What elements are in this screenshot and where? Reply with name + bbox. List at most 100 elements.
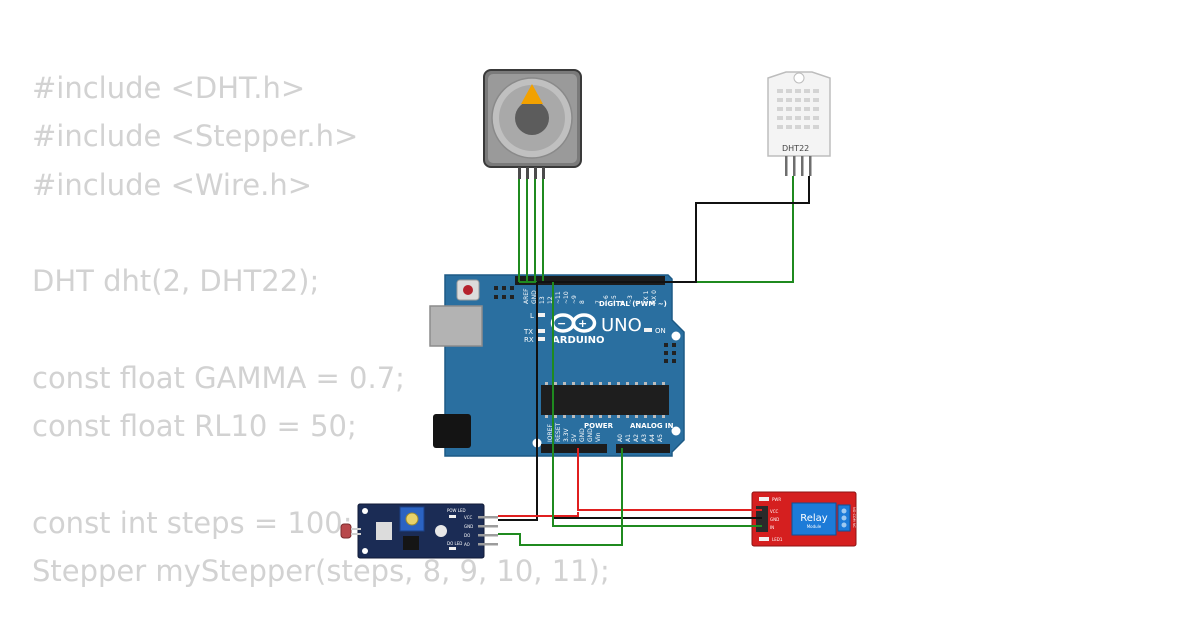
wire-relay-in — [552, 282, 762, 527]
icsp-header — [494, 286, 514, 299]
pin-label-a5: A5 — [657, 434, 664, 442]
arduino-label: ARDUINO — [552, 335, 604, 346]
logo-minus: − — [557, 317, 566, 330]
wire-ldr-ao — [498, 448, 623, 546]
wire-dht-gnd — [537, 176, 810, 283]
pin-label-a3: A3 — [641, 434, 648, 442]
stepper-pointer — [521, 84, 543, 104]
pin-label-13: 13 — [539, 296, 546, 304]
logo-plus: + — [578, 317, 587, 330]
pin-label-ioref: IOREF — [547, 424, 554, 442]
analog-section-label: ANALOG IN — [630, 422, 674, 430]
pin-label-12: 12 — [547, 296, 554, 304]
pin-label-6: ~6 — [603, 295, 610, 304]
pin-label-5: ~5 — [611, 295, 618, 304]
comparator-chip — [403, 536, 419, 550]
wire-dht-data — [519, 176, 794, 283]
code-line: #include <Stepper.h> — [32, 119, 359, 154]
reset-button[interactable] — [456, 279, 480, 301]
stepper-shaft — [515, 101, 549, 135]
pin-label-a1: A1 — [625, 434, 632, 442]
relay-in-label: IN — [770, 525, 774, 530]
code-line: const int steps = 100; — [32, 505, 353, 540]
pin-label-2: 2 — [635, 300, 642, 304]
wire-5v-relay — [577, 448, 762, 511]
chip-pins — [545, 382, 665, 418]
pin-label-a0: A0 — [617, 434, 624, 442]
relay-block — [791, 502, 837, 536]
l-led — [538, 313, 545, 317]
pin-label-gnd2: GND — [587, 428, 594, 442]
pin-label-a4: A4 — [649, 434, 656, 442]
wire-5v-ldr — [498, 512, 579, 517]
mounting-hole — [362, 508, 368, 514]
mounting-hole — [671, 426, 681, 436]
pin-label-3v3: 3.3V — [563, 427, 570, 442]
pin-label-a2: A2 — [633, 434, 640, 442]
ldr-resistor-block — [376, 522, 392, 540]
dht22-label: DHT22 — [782, 144, 809, 153]
do-led-label: DO LED — [447, 541, 462, 546]
ldr-sensor-module[interactable]: POW LED DO LED VCC GND DO AO — [340, 503, 498, 559]
wires — [498, 176, 810, 546]
power-header — [541, 444, 607, 453]
rx-led-label: RX — [524, 336, 534, 344]
relay-subtitle: Module — [807, 524, 822, 529]
relay-pwr-label: PWR — [772, 497, 781, 502]
code-editor-background: #include <DHT.h> #include <Stepper.h> #inc… — [32, 64, 610, 595]
tx-led — [538, 329, 545, 333]
code-line: #include <Wire.h> — [32, 167, 313, 202]
relay-gnd-label: GND — [770, 517, 779, 522]
power-jack — [433, 414, 471, 448]
pin-label-3: ~3 — [627, 295, 634, 304]
code-line: DHT dht(2, DHT22); — [32, 264, 320, 299]
icsp-header-right — [664, 343, 676, 363]
pow-led-label: POW LED — [447, 508, 466, 513]
dht-grille — [777, 89, 819, 129]
mounting-hole — [362, 548, 368, 554]
ldr-vcc-label: VCC — [464, 515, 473, 520]
pin-label-9: ~9 — [571, 295, 578, 304]
relay-vcc-label: VCC — [770, 509, 779, 514]
l-led-label: L — [530, 312, 534, 320]
pin-label-4: 4 — [619, 300, 626, 304]
pin-label-vin: Vin — [595, 432, 602, 442]
pin-label-7: 7 — [595, 300, 602, 304]
mounting-hole — [671, 331, 681, 341]
relay-terminal-label: NO COM NC — [852, 507, 856, 528]
on-led — [644, 328, 652, 332]
pin-label-reset: RESET — [555, 422, 562, 442]
pin-label-5v: 5V — [571, 433, 578, 442]
pin-label-gnd1: GND — [579, 428, 586, 442]
wire-gnd-relay — [552, 448, 762, 519]
uno-label: UNO — [601, 315, 642, 336]
code-line: Stepper myStepper(steps, 8, 9, 10, 11); — [32, 553, 610, 588]
ldr-do-label: DO — [464, 533, 470, 538]
ldr-gnd-label: GND — [464, 524, 473, 529]
pin-label-tx1: TX 1 — [643, 290, 650, 305]
pin-label-aref: AREF — [523, 288, 530, 304]
pin-label-rx0: RX 0 — [651, 290, 658, 304]
pin-label-8: 8 — [579, 300, 586, 304]
arduino-uno-board[interactable]: AREF GND 13 12 ~11 ~10 ~9 8 7 ~6 ~5 4 ~3… — [429, 274, 685, 457]
ldr-pin-header — [478, 516, 498, 546]
rx-led — [538, 337, 545, 341]
relay-module[interactable]: PWR LED1 VCC GND IN Relay Module NO COM … — [751, 491, 857, 547]
dht22-sensor[interactable]: DHT22 — [767, 71, 831, 176]
code-line: const float GAMMA = 0.7; — [32, 360, 405, 395]
usb-connector — [429, 305, 483, 347]
potentiometer[interactable] — [399, 506, 425, 532]
relay-led1-label: LED1 — [772, 537, 783, 542]
code-line: #include <DHT.h> — [32, 71, 306, 105]
photoresistor — [340, 523, 352, 539]
stepper-motor[interactable] — [483, 69, 582, 179]
pin-label-10: ~10 — [563, 291, 570, 304]
digital-pwm-label: DIGITAL (PWM ~) — [599, 300, 667, 308]
tx-led-label: TX — [523, 328, 533, 336]
ldr-ao-label: AO — [464, 542, 470, 547]
ldr-capacitor — [435, 525, 447, 537]
atmega-chip — [541, 385, 669, 415]
power-section-label: POWER — [584, 422, 614, 430]
code-line: const float RL10 = 50; — [32, 409, 357, 444]
